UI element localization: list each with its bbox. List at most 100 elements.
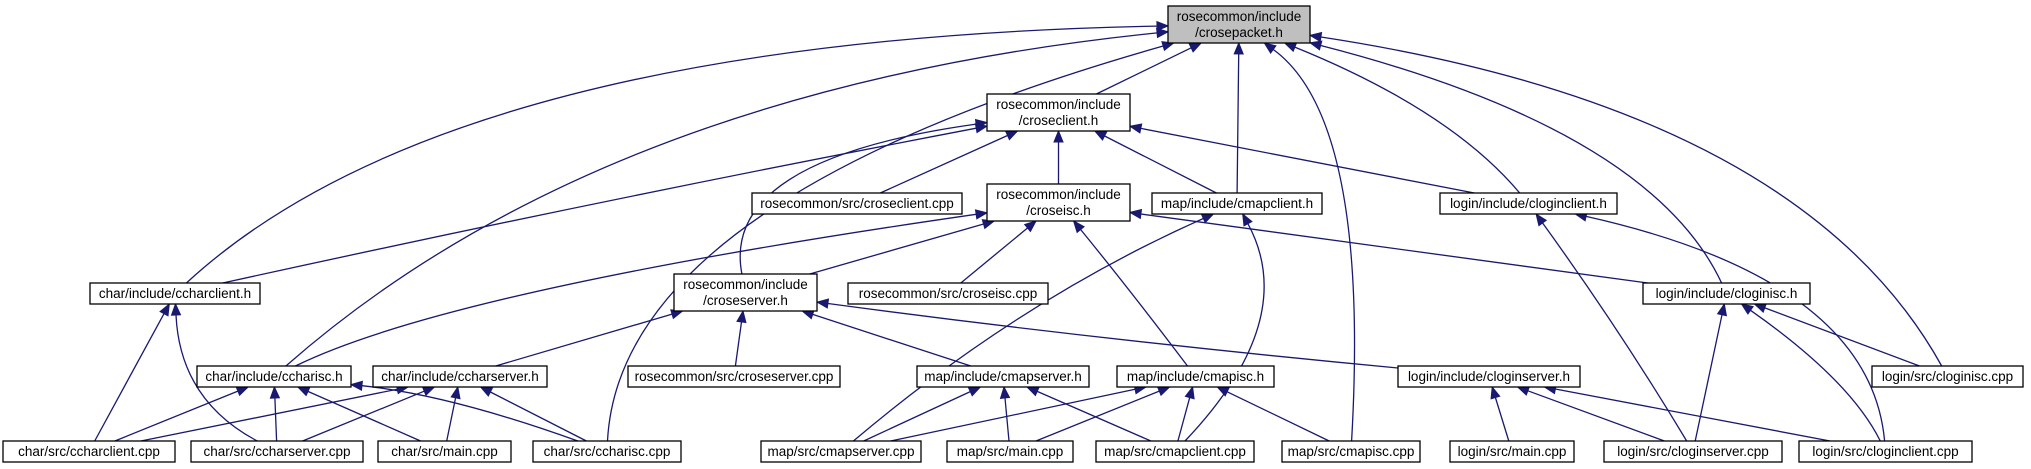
- edge-line: [490, 391, 587, 442]
- dependency-edge: [1535, 212, 1688, 442]
- node-box: [532, 440, 682, 463]
- edge-arrowhead: [1025, 386, 1040, 397]
- file-node-cmapserver-cpp[interactable]: map/src/cmapserver.cpp: [760, 440, 922, 463]
- file-node-croseisc-cpp[interactable]: rosecommon/src/croseisc.cpp: [847, 282, 1049, 305]
- edge-arrowhead: [1535, 212, 1548, 227]
- node-label: login/include/cloginisc.h: [1656, 286, 1798, 301]
- file-node-char-main[interactable]: char/src/main.cpp: [377, 440, 512, 463]
- edge-line: [1104, 135, 1217, 194]
- edge-line: [880, 134, 1008, 194]
- file-node-cloginserver-h[interactable]: login/include/cloginserver.h: [1397, 365, 1581, 388]
- edge-line: [1494, 397, 1510, 442]
- edge-line: [175, 314, 258, 442]
- file-node-cmapisc-cpp[interactable]: map/src/cmapisc.cpp: [1281, 440, 1421, 463]
- dependency-edge: [1128, 123, 1475, 194]
- file-node-ccharserver-cpp[interactable]: char/src/ccharserver.cpp: [190, 440, 364, 463]
- file-node-ccharisc-h[interactable]: char/include/ccharisc.h: [196, 365, 352, 388]
- file-node-ccharclient-h[interactable]: char/include/ccharclient.h: [89, 282, 261, 305]
- node-label: char/src/ccharclient.cpp: [18, 444, 160, 459]
- file-node-cmapclient-cpp[interactable]: map/src/cmapclient.cpp: [1095, 440, 1255, 463]
- edge-line: [1541, 222, 1688, 442]
- dependency-edge: [1283, 42, 1521, 194]
- edge-arrowhead: [1740, 303, 1754, 315]
- node-label: /crosepacket.h: [1195, 25, 1283, 40]
- dependency-edge: [1093, 130, 1217, 194]
- edge-arrowhead: [1156, 20, 1170, 32]
- node-box: [1603, 440, 1783, 463]
- file-node-ccharserver-h[interactable]: char/include/ccharserver.h: [372, 365, 548, 388]
- file-node-ccharclient-cpp[interactable]: char/src/ccharclient.cpp: [2, 440, 176, 463]
- dependency-edge: [999, 385, 1011, 442]
- edge-arrowhead: [1200, 213, 1215, 224]
- edge-arrowhead: [1753, 303, 1768, 313]
- edge-arrowhead: [1072, 219, 1085, 234]
- edge-line: [827, 302, 1399, 369]
- dependency-edge: [1308, 31, 1943, 367]
- file-node-crosepacket[interactable]: rosecommon/include/crosepacket.h: [1167, 5, 1311, 44]
- edge-arrowhead: [1490, 385, 1501, 400]
- file-node-map-main[interactable]: map/src/main.cpp: [946, 440, 1074, 463]
- dependency-edge: [349, 380, 579, 442]
- file-node-croseserver-h[interactable]: rosecommon/include/croseserver.h: [673, 273, 818, 312]
- node-box: [986, 183, 1131, 222]
- node-box: [1397, 365, 1581, 388]
- node-box: [847, 282, 1049, 305]
- edge-line: [140, 388, 398, 442]
- node-label: map/src/main.cpp: [957, 444, 1064, 459]
- edge-line: [734, 321, 743, 367]
- dependency-edge: [890, 384, 1148, 442]
- edge-line: [446, 397, 457, 442]
- dependency-edge: [1053, 129, 1064, 184]
- edge-arrowhead: [1516, 386, 1531, 396]
- file-node-login-main[interactable]: login/src/main.cpp: [1449, 440, 1575, 463]
- dependency-edge: [285, 27, 1170, 367]
- dependency-edge: [1740, 303, 1881, 442]
- edge-arrowhead: [349, 380, 363, 391]
- edge-line: [1177, 397, 1191, 442]
- node-label: char/include/ccharclient.h: [99, 286, 251, 301]
- node-box: [190, 440, 364, 463]
- node-label: map/src/cmapclient.cpp: [1104, 444, 1246, 459]
- file-node-croseserver-cpp[interactable]: rosecommon/src/croseserver.cpp: [627, 365, 841, 388]
- dependency-edge: [815, 298, 1399, 369]
- file-node-cmapserver-h[interactable]: map/include/cmapserver.h: [916, 365, 1090, 388]
- file-node-cloginclient-h[interactable]: login/include/cloginclient.h: [1439, 192, 1618, 215]
- file-node-croseclient-cpp[interactable]: rosecommon/src/croseclient.cpp: [751, 192, 963, 215]
- edge-arrowhead: [170, 302, 182, 316]
- edge-line: [1320, 36, 1943, 367]
- node-label: map/include/cmapserver.h: [924, 369, 1082, 384]
- dependency-edge: [1753, 303, 1920, 367]
- edge-arrowhead: [1308, 40, 1323, 51]
- node-box: [627, 365, 841, 388]
- edge-arrowhead: [421, 386, 436, 397]
- edge-arrowhead: [1093, 130, 1108, 141]
- dependency-edge: [1184, 212, 1265, 442]
- dependency-edge: [170, 302, 258, 442]
- file-node-cloginclient-cpp[interactable]: login/src/cloginclient.cpp: [1798, 440, 1973, 463]
- dependency-edge: [1177, 385, 1195, 442]
- file-node-cmapclient-h[interactable]: map/include/cmapclient.h: [1151, 192, 1323, 215]
- dependency-edge: [1694, 302, 1728, 442]
- edge-line: [114, 390, 239, 442]
- node-box: [1439, 192, 1618, 215]
- file-node-croseisc-h[interactable]: rosecommon/include/croseisc.h: [986, 183, 1131, 222]
- file-node-croseclient-h[interactable]: rosecommon/include/croseclient.h: [986, 93, 1131, 132]
- dependency-edge: [1025, 386, 1152, 442]
- edge-line: [302, 390, 425, 442]
- edge-line: [94, 313, 165, 442]
- file-node-ccharisc-cpp[interactable]: char/src/ccharisc.cpp: [532, 440, 682, 463]
- edge-line: [809, 223, 984, 275]
- file-node-cloginisc-cpp[interactable]: login/src/cloginisc.cpp: [1871, 365, 2024, 388]
- node-box: [1871, 365, 2024, 388]
- node-label: login/src/main.cpp: [1458, 444, 1567, 459]
- edge-arrowhead: [974, 123, 989, 134]
- node-box: [673, 273, 818, 312]
- node-label: char/src/main.cpp: [391, 444, 498, 459]
- edge-arrowhead: [1188, 42, 1203, 53]
- file-node-cloginserver-cpp[interactable]: login/src/cloginserver.cpp: [1603, 440, 1783, 463]
- file-node-cloginisc-h[interactable]: login/include/cloginisc.h: [1642, 282, 1811, 305]
- edge-arrowhead: [1308, 31, 1323, 43]
- edge-arrowhead: [999, 385, 1011, 399]
- file-node-cmapisc-h[interactable]: map/include/cmapisc.h: [1116, 365, 1275, 388]
- node-box: [196, 365, 352, 388]
